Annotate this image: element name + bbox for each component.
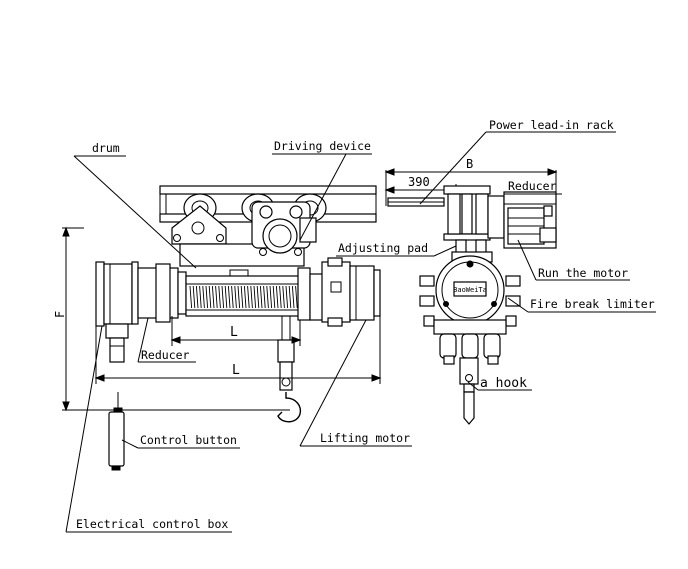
side-view — [62, 185, 382, 471]
rope-winding — [192, 285, 196, 309]
callout-labels: drum Driving device Power lead-in rack B… — [53, 118, 655, 531]
dim-390: 390 — [408, 175, 430, 189]
rope-winding — [253, 285, 257, 309]
leader-lines — [65, 131, 656, 533]
rope-winding — [282, 285, 285, 309]
rope-winding — [224, 285, 228, 309]
rope-winding — [288, 285, 292, 309]
rope-winding — [240, 285, 244, 309]
label-control-button: Control button — [140, 433, 237, 447]
rope-winding — [208, 285, 212, 309]
rope-winding — [279, 285, 282, 309]
label-reducer-right: Reducer — [508, 179, 557, 193]
trolley-end-section — [443, 185, 557, 255]
hook-end-view — [459, 357, 479, 425]
label-a-hook: a hook — [480, 376, 527, 391]
rope-winding — [237, 285, 241, 309]
dim-f: F — [53, 311, 67, 318]
dim-b: B — [466, 157, 473, 171]
hook-assembly-side — [277, 316, 302, 423]
rope-winding — [199, 285, 202, 309]
housing-nameplate: BaoWeiTa — [453, 286, 487, 294]
rope-winding — [215, 285, 218, 309]
rope-winding — [291, 285, 295, 309]
rope-winding — [231, 285, 234, 309]
electrical-control-box — [95, 261, 133, 363]
rope-winding — [259, 285, 263, 309]
lifting-motor — [309, 257, 381, 327]
rope-winding — [221, 285, 225, 309]
reducer-left-body — [131, 261, 187, 325]
rope-winding — [243, 285, 247, 309]
dim-l-inner: L — [230, 325, 238, 340]
label-run-the-motor: Run the motor — [538, 266, 628, 280]
rope-winding — [250, 285, 253, 309]
rope-winding — [234, 285, 237, 309]
rope-winding — [295, 285, 298, 309]
drum-rope-windings — [189, 285, 298, 309]
rope-winding — [266, 285, 269, 309]
rope-winding — [269, 285, 273, 309]
end-view: BaoWeiTa — [384, 168, 558, 425]
label-drum: drum — [92, 141, 120, 155]
label-electrical-control-box: Electrical control box — [76, 517, 228, 531]
label-fire-break-limiter: Fire break limiter — [530, 297, 655, 311]
rope-winding — [195, 285, 199, 309]
label-lifting-motor: Lifting motor — [320, 431, 410, 445]
rope-winding — [275, 285, 279, 309]
dim-l-outer: L — [232, 363, 240, 378]
rope-winding — [227, 285, 231, 309]
rope-winding — [211, 285, 215, 309]
power-lead-in-rack — [387, 197, 445, 207]
driving-device — [251, 201, 317, 256]
rope-winding — [272, 285, 276, 309]
rope-winding — [247, 285, 250, 309]
rope-winding — [189, 285, 193, 309]
rope-winding — [202, 285, 205, 309]
label-reducer-left: Reducer — [141, 348, 190, 362]
hoist-housing: BaoWeiTa — [419, 251, 521, 365]
rope-winding — [218, 285, 221, 309]
dimensions-side — [62, 226, 382, 412]
rope-winding — [285, 285, 289, 309]
drum-body — [185, 267, 311, 321]
label-driving-device: Driving device — [274, 139, 371, 153]
rope-winding — [256, 285, 260, 309]
control-pendant — [108, 392, 125, 471]
label-power-lead-in-rack: Power lead-in rack — [489, 118, 614, 132]
label-adjusting-pad: Adjusting pad — [338, 241, 428, 255]
rope-winding — [205, 285, 209, 309]
rope-winding — [263, 285, 266, 309]
